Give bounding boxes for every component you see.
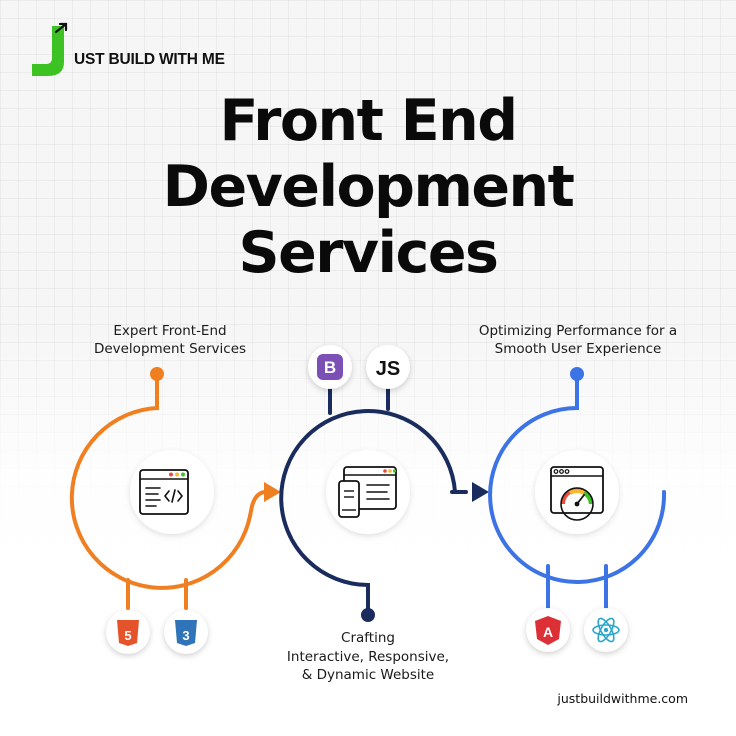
title-line-2: Development	[162, 154, 575, 220]
step-1-ring	[69, 372, 268, 610]
step-1-arrow-icon	[264, 482, 281, 502]
react-badge	[584, 608, 628, 652]
step-3-ring	[488, 372, 667, 610]
bootstrap-badge: B	[308, 345, 352, 389]
responsive-devices-icon	[338, 466, 397, 518]
brand-name: UST BUILD WITH ME	[74, 51, 225, 68]
step-1-node	[150, 367, 164, 381]
html5-badge: 5	[106, 610, 150, 654]
brand-logo: UST BUILD WITH ME	[26, 22, 225, 80]
website-url[interactable]: justbuildwithme.com	[557, 691, 688, 706]
css3-icon: 3	[182, 628, 189, 643]
code-window-icon	[139, 469, 189, 515]
title-line-1: Front End	[219, 88, 518, 154]
bootstrap-icon: B	[324, 358, 336, 377]
angular-icon: A	[543, 624, 553, 640]
title-line-3: Services	[238, 220, 499, 286]
angular-badge: A	[526, 608, 570, 652]
step-2-arrow-icon	[472, 482, 489, 502]
react-icon	[592, 617, 620, 643]
html5-icon: 5	[124, 628, 131, 643]
step-3-caption: Optimizing Performance for a Smooth User…	[478, 323, 678, 357]
step-3-node	[570, 367, 584, 381]
javascript-icon: JS	[376, 358, 400, 380]
step-1-caption: Expert Front-End Development Services	[93, 323, 247, 357]
step-2-caption: Crafting Interactive, Responsive, & Dyna…	[286, 630, 450, 683]
performance-gauge-icon	[550, 466, 604, 521]
logo-j-mark	[26, 22, 76, 80]
javascript-badge: JS	[366, 345, 410, 389]
css3-badge: 3	[164, 610, 208, 654]
step-2-ring	[279, 386, 468, 617]
step-2-node	[361, 608, 375, 622]
page-title: Front End Development Services	[0, 88, 736, 286]
